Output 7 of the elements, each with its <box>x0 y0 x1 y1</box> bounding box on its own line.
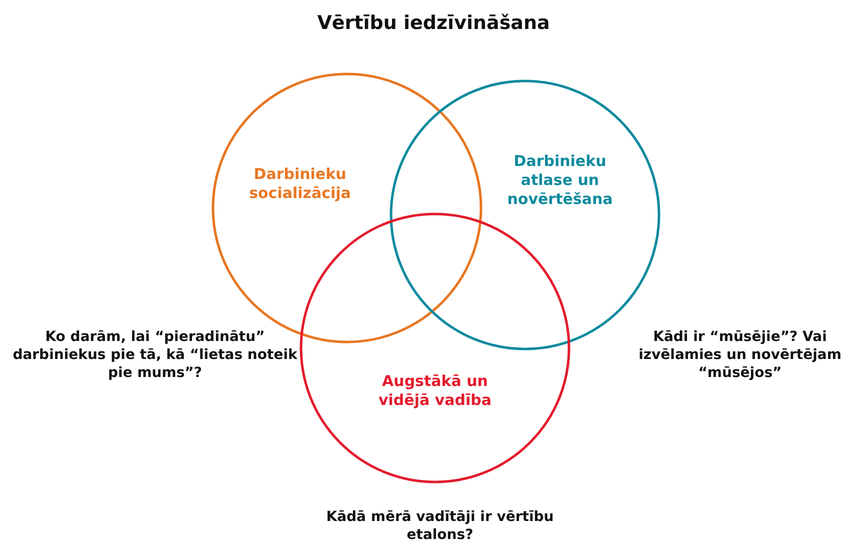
question-text: Kādā mērā vadītāji ir vērtību etalons? <box>325 508 555 543</box>
diagram-title: Vērtību iedzīvināšana <box>316 12 551 36</box>
circle-label: Darbinieku atlase un novērtēšana <box>506 152 614 208</box>
question-text: Kādi ir “mūsējie”? Vai izvēlamies un novērtējam “mūsējos” <box>638 328 842 383</box>
circle-label: Darbinieku socializācija <box>248 165 352 202</box>
question-text: Ko darām, lai “pieradinātu” darbiniekus pie tā, kā “lietas noteik pie mums”? <box>12 328 298 383</box>
circle-label: Augstākā un vidējā vadība <box>378 372 492 410</box>
